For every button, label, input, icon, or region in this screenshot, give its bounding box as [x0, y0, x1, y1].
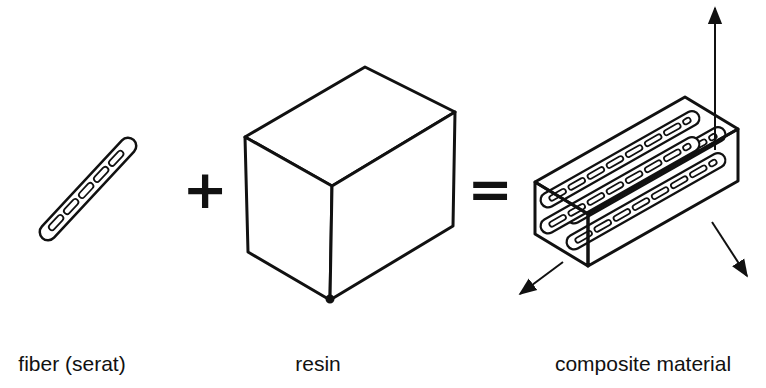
resin-block	[245, 67, 455, 302]
fiber-tube-core	[574, 160, 718, 242]
load-arrows	[520, 8, 747, 294]
operator-symbol: +	[182, 160, 227, 219]
fiber-segment-core	[578, 162, 714, 240]
fiber-segment	[578, 162, 714, 240]
block-face	[535, 182, 588, 266]
part-label: fiber (serat)	[18, 352, 125, 375]
part-label: composite material	[555, 352, 731, 375]
fiber-drawing	[48, 146, 128, 232]
operator-symbol: =	[467, 160, 512, 219]
part-label: resin	[295, 352, 341, 375]
fiber-tube	[574, 160, 718, 242]
block-face	[535, 97, 738, 214]
composite-block	[535, 97, 738, 266]
